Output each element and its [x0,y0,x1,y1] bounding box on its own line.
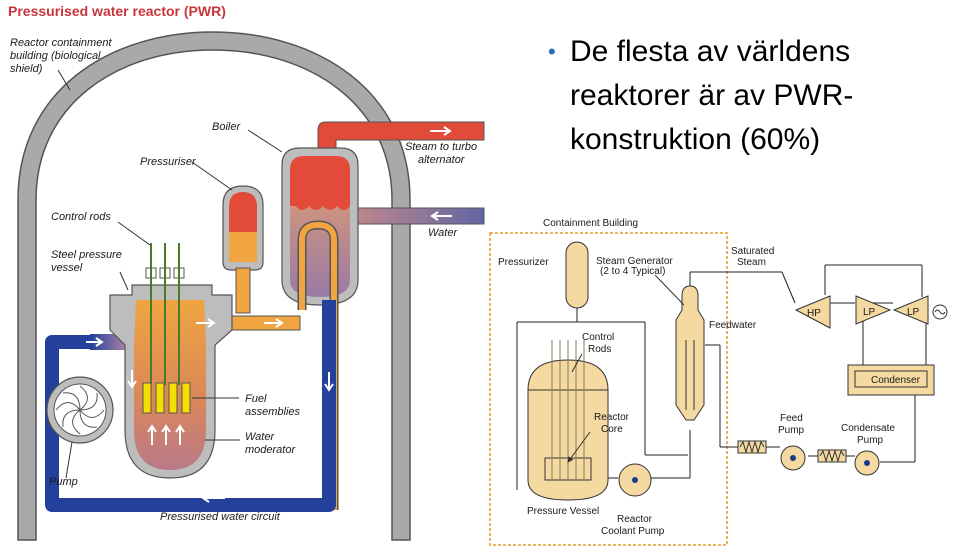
steam-label-1: Steam to turbo [405,141,477,153]
feed-pump-label-1: Feed [780,413,803,424]
flow-arrow [86,337,104,347]
condenser-label: Condenser [871,375,921,386]
pump-label: Pump [49,476,78,488]
fuel-assembly [142,382,152,414]
vessel-label-1: Steel pressure [51,249,122,261]
control-rods-label: Control rods [51,211,111,223]
containment-label-2: building (biological [10,50,101,62]
containment-label-1: Reactor containment [10,37,112,49]
leader-lines [57,69,283,479]
flow-arrow [196,318,284,328]
pwr-schematic: Containment Building Pressurizer Steam G… [489,218,948,546]
page-title: Pressurised water reactor (PWR) [8,3,226,19]
condensate-label-1: Condensate [841,423,895,434]
saturated-label-1: Saturated [731,246,774,257]
fuel-assembly [155,382,165,414]
schematic-leaders [567,274,685,463]
boiler-label: Boiler [212,121,241,133]
fuel-label-2: assemblies [245,406,301,418]
vessel-label-2: vessel [51,262,83,274]
hp-turbine [794,295,831,329]
pump [46,376,114,444]
flow-arrow [430,126,452,136]
control-rods-label-2: Rods [588,344,611,355]
fuel-assembly [168,382,178,414]
fuel-label-1: Fuel [245,393,267,405]
boiler [281,147,359,510]
water-label: Water [428,227,458,239]
bullet-item: • De flesta av världens reaktorer är av … [548,30,948,162]
condensate-label-2: Pump [857,435,884,446]
feedwater-label: Feedwater [709,320,757,331]
moderator-label-1: Water [245,431,275,443]
steam-generator [675,285,705,421]
circuit-label: Pressurised water circuit [160,511,281,523]
rcp-label-2: Coolant Pump [601,526,665,537]
containment-label-3: shield) [10,63,43,75]
containment-label: Containment Building [543,218,638,229]
reactor-core-label-2: Core [601,424,623,435]
lp-label-1: LP [863,307,876,318]
reactor-vessel [109,243,233,479]
fuel-assembly [181,382,191,414]
control-rods-label-1: Control [582,332,614,343]
reactor-core-label-1: Reactor [594,412,630,423]
flow-arrow [324,372,334,392]
hp-label: HP [807,308,821,319]
lp-label-2: LP [907,307,920,318]
containment-building [17,31,411,541]
rcp-label-1: Reactor [617,514,653,525]
feed-pump-label-2: Pump [778,425,805,436]
pressuriser-label: Pressuriser [140,156,197,168]
bullet-text: De flesta av världens reaktorer är av PW… [570,35,854,156]
pwr-illustration: Reactor containment building (biological… [10,31,485,541]
lp-turbine-1 [855,295,892,325]
flow-arrow [430,211,452,221]
pressurised-water-circuit [45,300,336,512]
bullet-icon: • [548,39,556,64]
pressuriser [222,185,264,314]
sg-label-2: (2 to 4 Typical) [600,266,665,277]
flow-arrow [201,493,225,503]
pressurizer-label: Pressurizer [498,257,549,268]
pressurizer-tank [565,241,589,309]
sg-label-1: Steam Generator [596,256,673,267]
containment-boundary [489,232,728,546]
steam-pipe [317,121,485,166]
lp-turbine-2 [892,295,929,325]
moderator-label-2: moderator [245,444,296,456]
steam-label-2: alternator [418,154,466,166]
feedwater-pipe [344,207,485,225]
saturated-label-2: Steam [737,257,766,268]
pressure-vessel-label: Pressure Vessel [527,506,599,517]
